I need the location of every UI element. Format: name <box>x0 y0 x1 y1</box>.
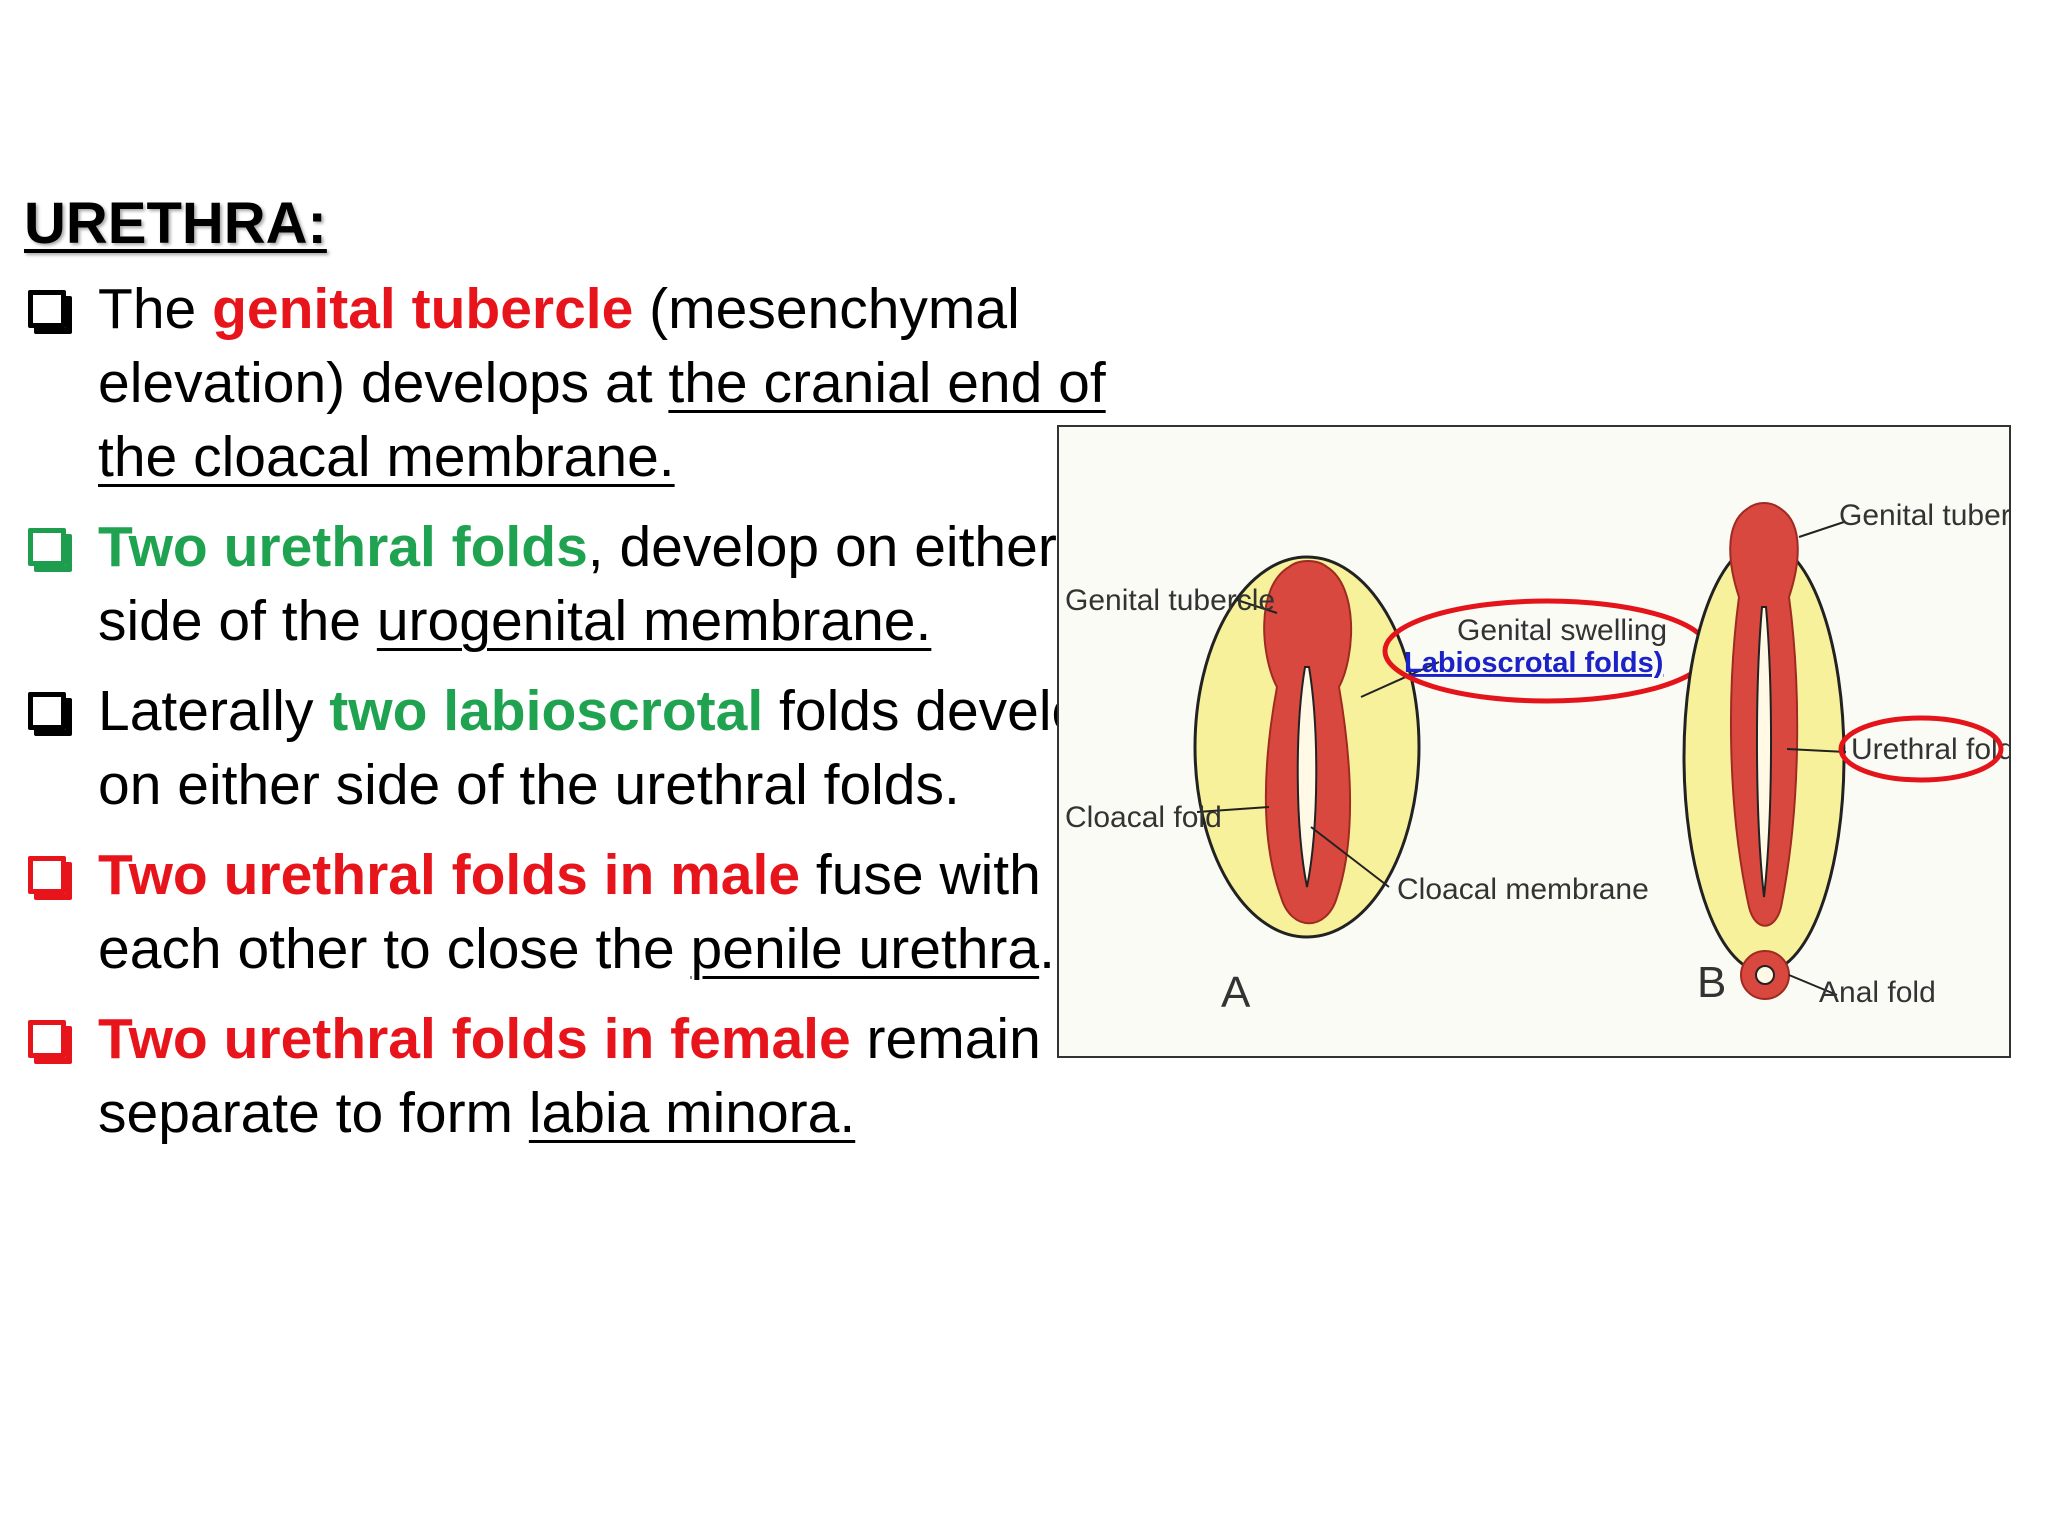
anal-membrane <box>1755 965 1775 985</box>
checkbox-bullet-icon <box>28 856 66 894</box>
label-labioscrotal-folds: Labioscrotal folds) <box>1404 647 1663 679</box>
bullet-text-segment: The <box>98 277 213 341</box>
bullet-item: Laterally two labioscrotal folds develop… <box>24 674 1134 822</box>
checkbox-bullet-icon <box>28 290 66 328</box>
bullet-item: The genital tubercle (mesenchymal elevat… <box>24 272 1134 494</box>
highlight-ring-urethral <box>1838 715 2004 783</box>
bullet-list: The genital tubercle (mesenchymal elevat… <box>24 272 1134 1166</box>
bullet-text-segment: Two urethral folds in male <box>98 843 801 907</box>
label-panel-b: B <box>1697 958 1726 1007</box>
slide-title: URETHRA: <box>24 191 327 256</box>
bullet-text-segment: Laterally <box>98 679 330 743</box>
bullet-text-segment: , develop on either side of the <box>98 515 1057 653</box>
bullet-item: Two urethral folds in male fuse with eac… <box>24 838 1134 986</box>
panel-b-drawing <box>1682 502 1847 1000</box>
label-anal-fold: Anal fold <box>1819 976 1936 1009</box>
bullet-text-segment: urogenital membrane. <box>376 589 932 653</box>
urogenital-membrane-b <box>1755 606 1773 898</box>
diagram-svg: Genital tubercle Cloacal fold Cloacal me… <box>1065 499 2009 1017</box>
label-cloacal-membrane: Cloacal membrane <box>1397 873 1649 906</box>
embryo-diagram: Genital tubercle Cloacal fold Cloacal me… <box>1057 425 2011 1058</box>
bullet-text-segment: (mesenchymal elevation) develops at <box>98 277 1020 415</box>
checkbox-bullet-icon <box>28 692 66 730</box>
bullet-item: Two urethral folds in female remain sepa… <box>24 1002 1134 1150</box>
checkbox-bullet-icon <box>28 528 66 566</box>
bullet-text-segment: genital tubercle <box>212 277 634 341</box>
bullet-text-segment: . <box>1039 917 1055 981</box>
label-genital-tubercle-b: Genital tubercle <box>1839 499 2009 532</box>
bullet-text-segment: remain separate to form <box>98 1007 1041 1145</box>
bullet-text-segment: two labioscrotal <box>329 679 764 743</box>
label-panel-a: A <box>1221 968 1251 1017</box>
bullet-text-segment: penile urethra <box>690 917 1040 981</box>
cloacal-membrane-a <box>1296 666 1318 888</box>
bullet-text-segment: Two urethral folds <box>98 515 588 579</box>
bullet-text-segment: the cranial end of the cloacal membrane. <box>98 351 1106 489</box>
panel-a-drawing <box>1193 555 1421 939</box>
bullet-text-segment: fuse with each other to close the <box>98 843 1041 981</box>
bullet-text-segment: Two urethral folds in female <box>98 1007 851 1071</box>
bullet-text-segment: labia minora. <box>528 1081 856 1145</box>
bullet-item: Two urethral folds, develop on either si… <box>24 510 1134 658</box>
label-genital-tubercle-a: Genital tubercle <box>1065 584 1275 617</box>
label-urethral-folds: Urethral folds <box>1851 733 2009 766</box>
label-genital-swelling: Genital swelling <box>1457 614 1667 647</box>
label-cloacal-fold: Cloacal fold <box>1065 801 1222 834</box>
checkbox-bullet-icon <box>28 1020 66 1058</box>
